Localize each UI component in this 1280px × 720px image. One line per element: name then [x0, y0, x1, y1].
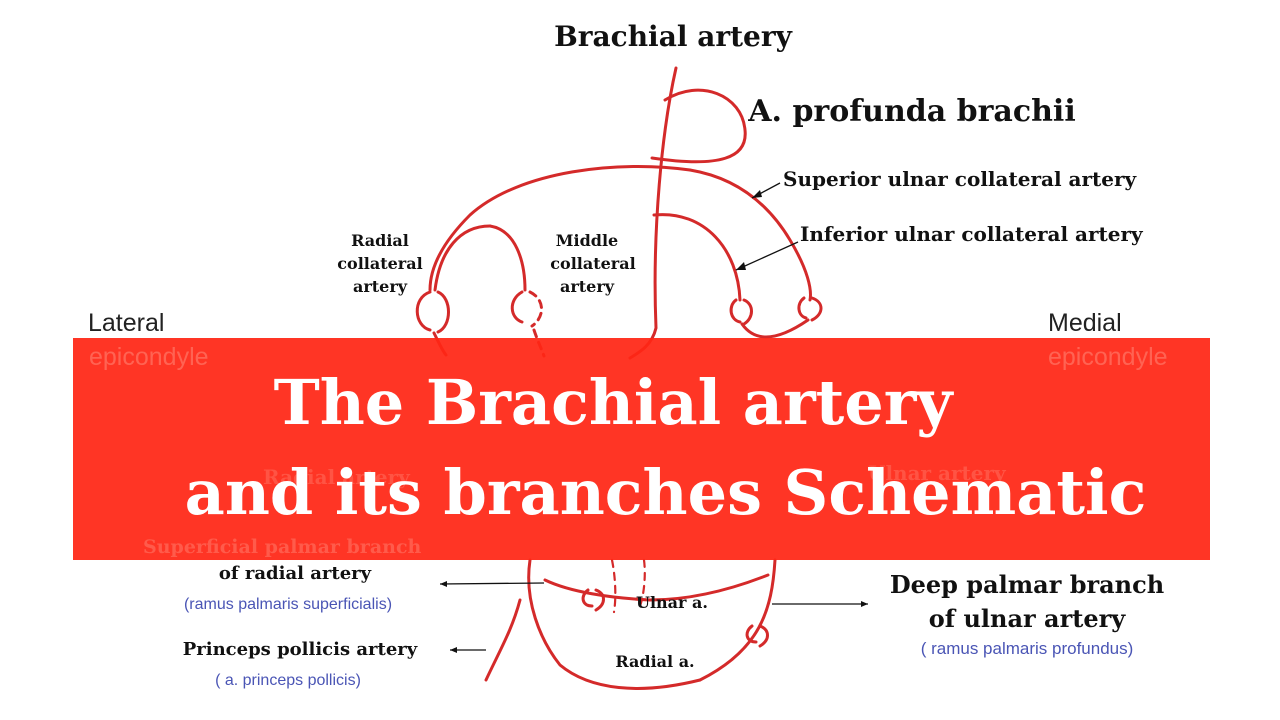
forearm-dashed-2 — [638, 558, 646, 608]
medial-loop-2b — [810, 296, 823, 322]
lateral-loop-right — [436, 290, 450, 334]
princeps-pollicis-vessel — [484, 598, 522, 682]
inferior-ulnar-collateral-label: Inferior ulnar collateral artery — [800, 222, 1144, 246]
medial-label: Medial — [1048, 309, 1122, 337]
brachial-artery-trunk — [628, 66, 678, 360]
banner-title-line-2: and its branches Schematic — [184, 456, 1147, 529]
middle-loop-left — [510, 290, 524, 324]
banner-title-line-1: The Brachial artery — [273, 366, 953, 439]
profunda-brachii-vessel — [650, 88, 747, 164]
deep-palmar-label-2: of ulnar artery — [929, 604, 1126, 633]
deep-palmar-loop — [745, 624, 758, 644]
of-radial-artery-label: of radial artery — [219, 563, 372, 584]
superior-ulnar-arrowhead — [752, 190, 762, 198]
collateral-arch — [428, 164, 692, 292]
middle-collateral-artery — [488, 224, 527, 292]
medial-loop-2 — [797, 296, 808, 320]
forearm-dashed-1 — [610, 558, 617, 614]
inferior-ulnar-pointer — [735, 241, 799, 271]
middle-collateral-label-1: Middle — [556, 231, 618, 250]
superficial-palmar-arrowhead — [440, 581, 447, 587]
radial-collateral-artery — [433, 224, 492, 292]
title-banner: epicondyle epicondyle Radial artery Ulna… — [73, 338, 1210, 560]
banner-underlay: epicondyle epicondyle Radial artery Ulna… — [89, 343, 1168, 558]
middle-collateral-label-2: collateral — [550, 254, 635, 273]
radial-artery-lower — [527, 558, 702, 690]
ulnar-artery-lower — [698, 558, 777, 682]
a-princeps-pollicis-label: ( a. princeps pollicis) — [215, 672, 361, 689]
ulnar-artery-faint: Ulnar artery — [868, 461, 1007, 485]
arch-to-superior-ulnar — [688, 168, 812, 302]
deep-palmar-label-1: Deep palmar branch — [890, 570, 1164, 599]
lateral-label: Lateral — [88, 309, 164, 337]
deep-palmar-arrowhead — [861, 601, 868, 607]
inferior-ulnar-collateral-vessel — [652, 213, 742, 302]
lateral-epicondyle-faint: epicondyle — [89, 343, 209, 371]
brachial-artery-label: Brachial artery — [554, 20, 793, 53]
middle-collateral-label-3: artery — [560, 277, 615, 296]
radial-collateral-label-3: artery — [353, 277, 408, 296]
medial-epicondyle-faint: epicondyle — [1048, 343, 1168, 371]
princeps-arrowhead — [450, 647, 457, 653]
radial-collateral-label-2: collateral — [337, 254, 422, 273]
princeps-pollicis-label: Princeps pollicis artery — [183, 639, 418, 660]
superior-ulnar-collateral-label: Superior ulnar collateral artery — [783, 167, 1137, 191]
ramus-palmaris-profundus-label: ( ramus palmaris profundus) — [921, 639, 1134, 658]
radial-a-label: Radial a. — [615, 652, 694, 671]
ramus-palmaris-superficialis-label: (ramus palmaris superficialis) — [184, 596, 392, 613]
medial-loop-1b — [742, 298, 753, 326]
radial-artery-faint: Radial artery — [263, 465, 411, 489]
medial-loop-1 — [729, 298, 742, 324]
deep-palmar-loop-b — [758, 624, 769, 648]
middle-loop-dashed — [528, 290, 543, 328]
superficial-palmar-branch-faint: Superficial palmar branch — [143, 536, 422, 558]
ulnar-a-label: Ulnar a. — [636, 593, 708, 612]
superficial-palmar-pointer — [439, 582, 545, 585]
lateral-loop-left — [415, 290, 432, 332]
medial-recurrent — [740, 318, 810, 339]
radial-palmar-loop — [581, 588, 594, 608]
radial-collateral-label-1: Radial — [351, 231, 409, 250]
superficial-palmar-arch — [543, 573, 770, 602]
profunda-brachii-label: A. profunda brachii — [747, 94, 1075, 129]
inferior-ulnar-arrowhead — [736, 262, 746, 270]
radial-palmar-loop-b — [594, 588, 605, 612]
